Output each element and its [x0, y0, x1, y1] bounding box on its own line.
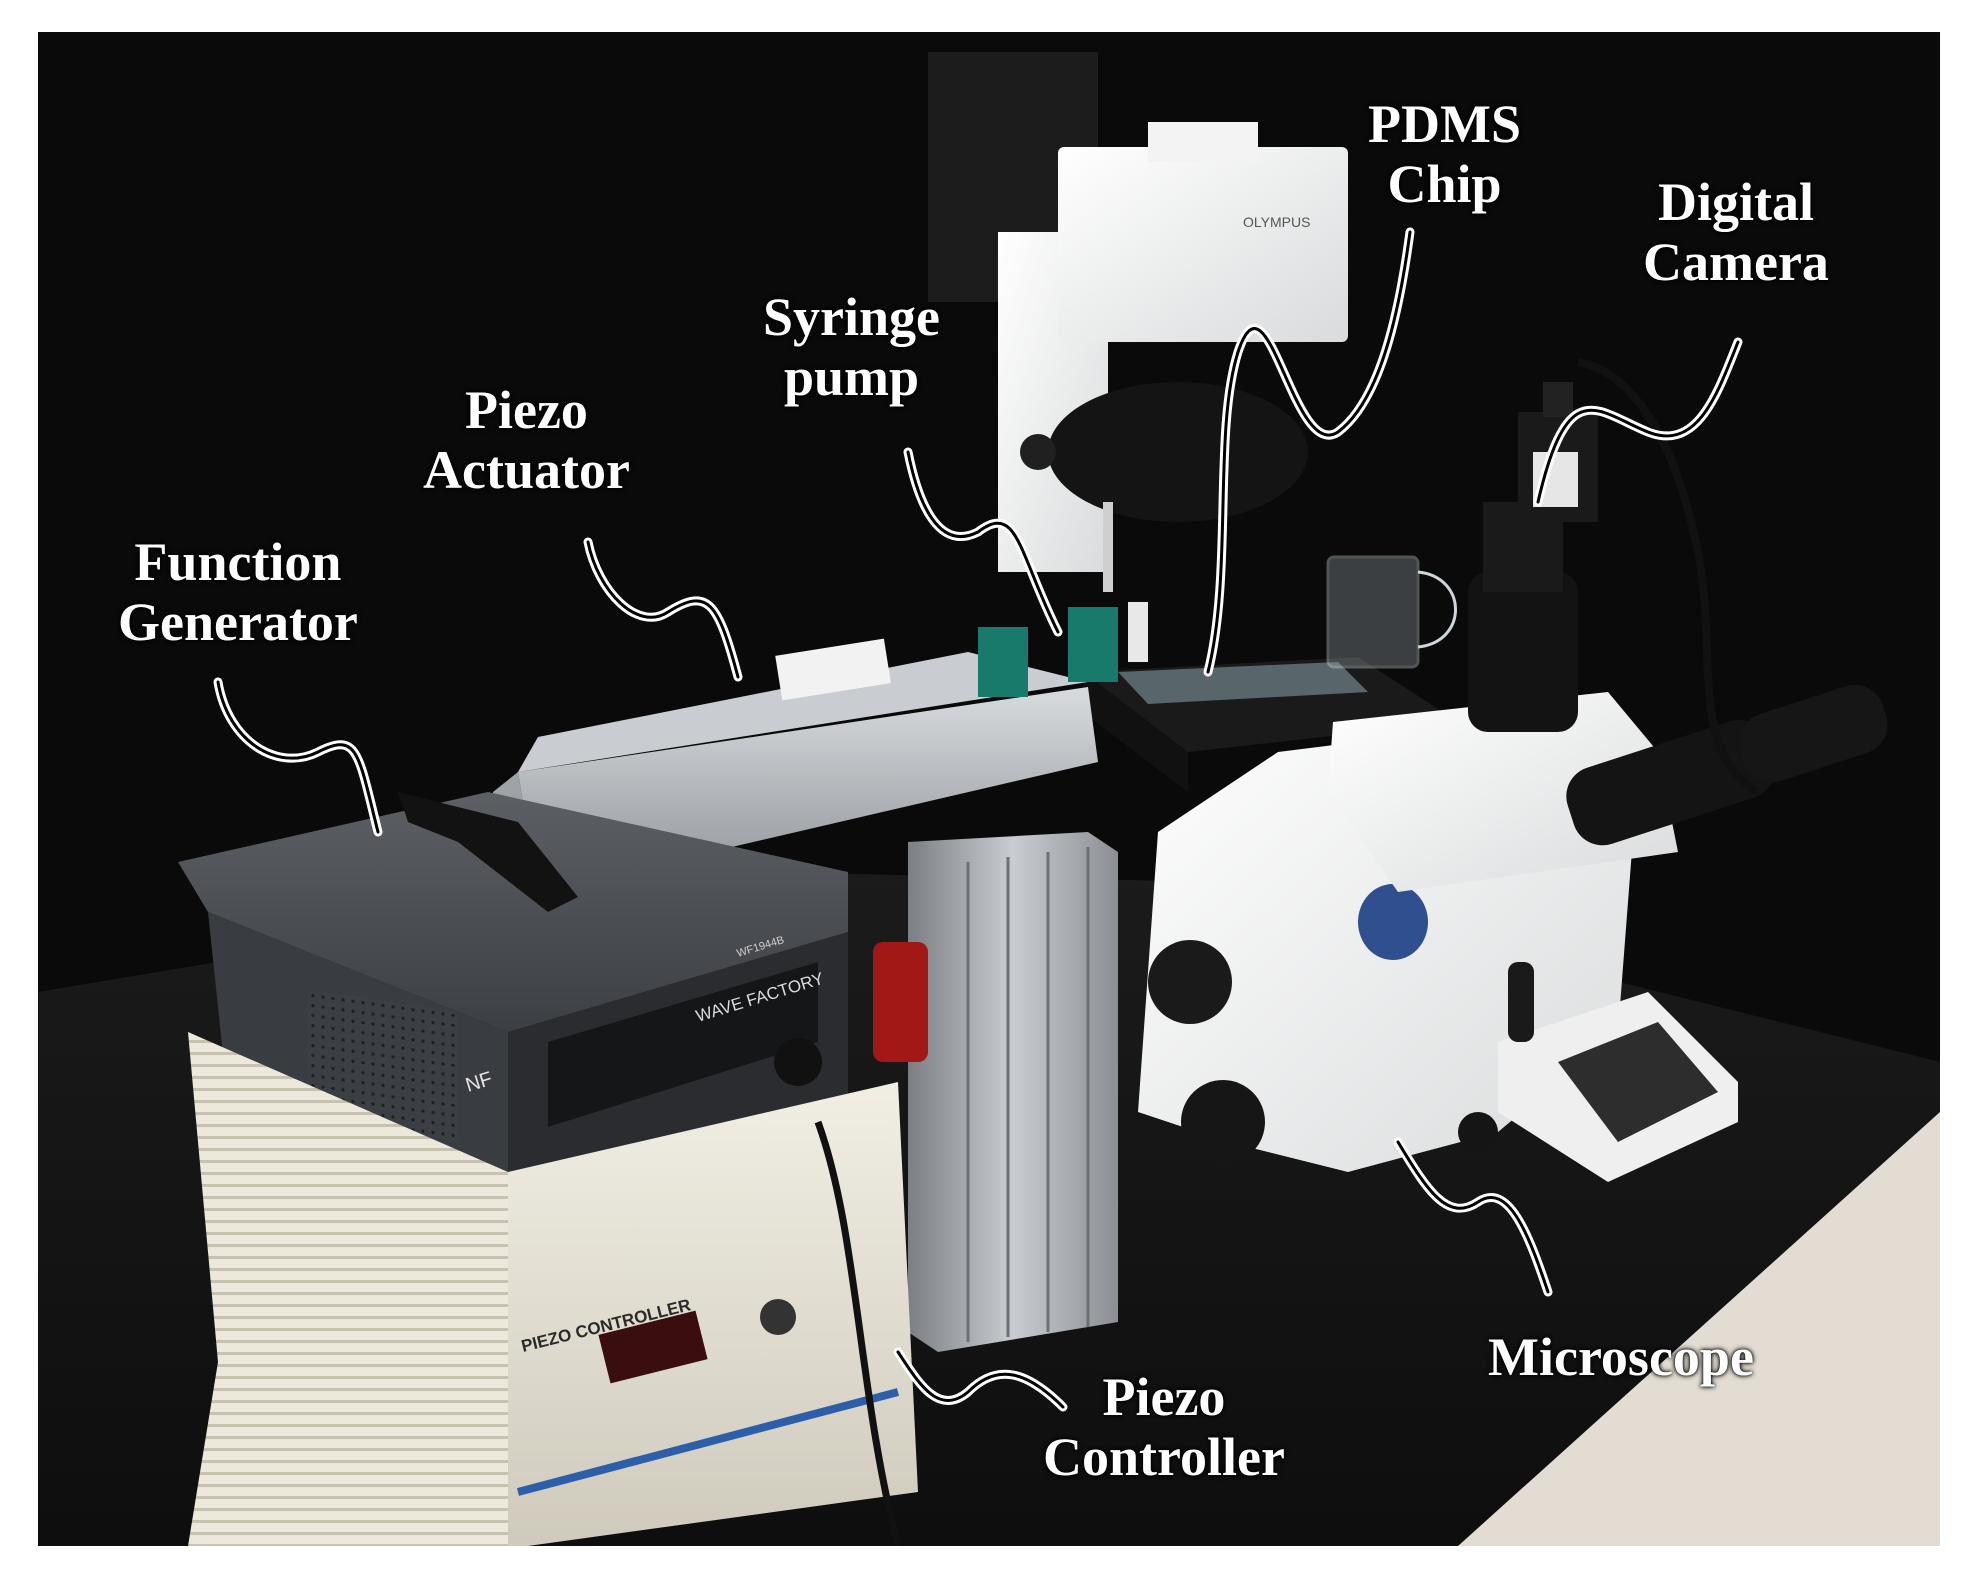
microscope-brand-text: OLYMPUS	[1243, 214, 1310, 230]
label-piezo-controller-line2: Controller	[1043, 1427, 1285, 1488]
label-syringe-pump-line2: pump	[783, 347, 920, 408]
label-pdms-chip-line1: PDMS	[1368, 94, 1521, 154]
aluminium-stand	[873, 832, 1118, 1352]
label-syringe-pump-line1: Syringe	[763, 287, 941, 347]
label-piezo-actuator-line1: Piezo	[465, 380, 588, 440]
label-microscope-line1: Microscope	[1488, 1327, 1754, 1387]
stage-hand-controller	[1498, 962, 1738, 1182]
leader-piezo-controller	[893, 1347, 1068, 1412]
label-piezo-controller: Piezo Controller	[1043, 1367, 1285, 1488]
leader-function-generator	[213, 677, 383, 837]
label-function-generator-line2: Generator	[118, 592, 358, 653]
label-syringe-pump: Syringe pump	[763, 287, 940, 408]
leader-pdms-chip	[1203, 227, 1415, 677]
microscope: OLYMPUS	[928, 52, 1888, 1172]
lab-setup-photo: OLYMPUS	[38, 32, 1940, 1546]
label-function-generator: Function Generator	[118, 532, 358, 653]
label-piezo-actuator: Piezo Actuator	[423, 380, 630, 501]
label-piezo-controller-line1: Piezo	[1102, 1367, 1226, 1427]
label-function-generator-line1: Function	[134, 532, 342, 592]
label-piezo-actuator-line2: Actuator	[423, 440, 630, 501]
leader-syringe-pump	[903, 447, 1063, 637]
piezo-controller: PIEZO CONTROLLER	[188, 1032, 918, 1546]
leader-digital-camera	[1533, 337, 1743, 507]
label-digital-camera-line2: Camera	[1643, 232, 1829, 293]
label-digital-camera: Digital Camera	[1643, 172, 1829, 293]
leader-lines	[213, 227, 1743, 1412]
label-digital-camera-line1: Digital	[1657, 172, 1814, 232]
beaker	[1326, 555, 1457, 669]
leader-microscope	[1393, 1137, 1553, 1297]
label-pdms-chip-line2: Chip	[1387, 154, 1502, 215]
photo-frame: OLYMPUS	[38, 32, 1940, 1546]
label-microscope: Microscope	[1488, 1327, 1754, 1387]
leader-piezo-actuator	[583, 537, 743, 682]
label-pdms-chip: PDMS Chip	[1368, 94, 1521, 215]
